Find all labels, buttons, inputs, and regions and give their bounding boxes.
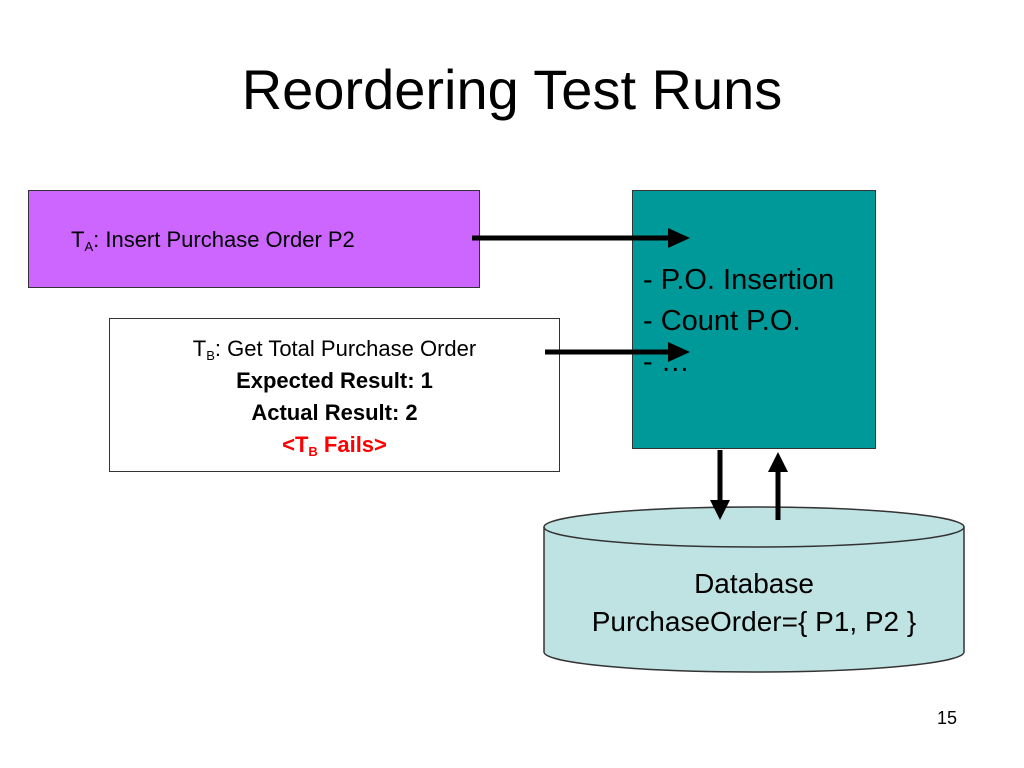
expected-result: Expected Result: 1 — [236, 368, 433, 393]
test-a-box — [28, 190, 480, 288]
application-operations: - P.O. Insertion - Count P.O. - … — [643, 260, 834, 383]
operation-item: - Count P.O. — [643, 305, 801, 337]
database-content: PurchaseOrder={ P1, P2 } — [591, 606, 917, 637]
fail-close: Fails> — [317, 432, 387, 457]
test-b-content: TB: Get Total Purchase Order Expected Re… — [109, 333, 560, 461]
arrow-test-b-to-app — [545, 342, 690, 362]
test-a-subscript: A — [84, 239, 94, 254]
test-b-subscript: B — [206, 348, 215, 363]
arrow-test-a-to-app — [472, 228, 690, 248]
actual-result: Actual Result: 2 — [251, 400, 418, 425]
fail-subscript: B — [308, 444, 318, 459]
arrow-app-to-database — [710, 450, 730, 520]
page-number: 15 — [937, 708, 958, 728]
test-b-box — [109, 318, 560, 472]
operation-item: - P.O. Insertion — [643, 264, 835, 296]
fail-notice: <TB Fails> — [109, 429, 560, 461]
test-b-label: TB: Get Total Purchase Order — [109, 333, 560, 365]
fail-open: <T — [282, 432, 309, 457]
slide-title: Reordering Test Runs — [241, 58, 783, 121]
arrow-database-to-app — [768, 452, 788, 520]
database-cylinder — [543, 506, 965, 673]
test-b-text: : Get Total Purchase Order — [214, 336, 477, 361]
test-a-text: : Insert Purchase Order P2 — [93, 227, 355, 252]
test-b-prefix: T — [192, 336, 207, 361]
test-a-label: TA: Insert Purchase Order P2 — [71, 227, 355, 253]
database-label: Database — [694, 568, 814, 599]
test-a-prefix: T — [71, 227, 85, 252]
application-box — [632, 190, 876, 449]
database-text: Database PurchaseOrder={ P1, P2 } — [544, 565, 964, 641]
